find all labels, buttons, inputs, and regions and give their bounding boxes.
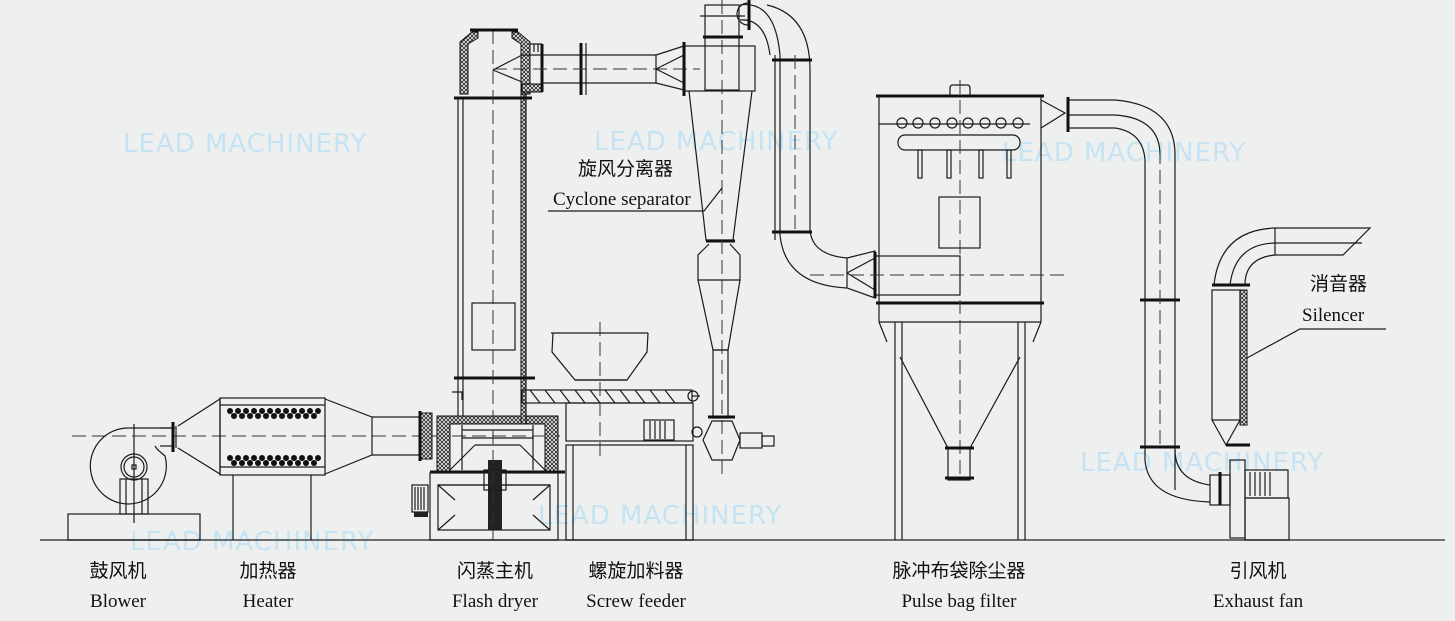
heater-label-cn: 加热器 bbox=[239, 560, 296, 582]
exhaust-fan-label-en: Exhaust fan bbox=[1213, 591, 1304, 612]
component-labels: 鼓风机 Blower 加热器 Heater 闪蒸主机 Flash dryer 螺… bbox=[89, 560, 1303, 612]
bag-filter-label-en: Pulse bag filter bbox=[901, 591, 1017, 612]
watermark-text: LEAD MACHINERY bbox=[130, 527, 374, 557]
exhaust-fan-drawing bbox=[1209, 227, 1372, 541]
dryer-cyclone-duct bbox=[493, 43, 700, 95]
screw-feeder-label-cn: 螺旋加料器 bbox=[588, 560, 683, 582]
silencer-callout: 消音器 Silencer bbox=[1246, 273, 1386, 359]
cyclone-label-cn: 旋风分离器 bbox=[578, 158, 673, 180]
heater-label-en: Heater bbox=[243, 591, 294, 612]
heater-drawing bbox=[177, 397, 420, 540]
watermark-text: LEAD MACHINERY bbox=[1080, 448, 1324, 478]
cyclone-drawing bbox=[655, 0, 848, 475]
silencer-label-en: Silencer bbox=[1302, 305, 1365, 326]
flash-dryer-drawing bbox=[411, 28, 565, 541]
blower-label-cn: 鼓风机 bbox=[89, 560, 146, 582]
watermark-text: LEAD MACHINERY bbox=[123, 129, 367, 159]
bag-filter-label-cn: 脉冲布袋除尘器 bbox=[892, 560, 1025, 582]
cyclone-callout: 旋风分离器 Cyclone separator bbox=[548, 158, 723, 212]
watermark-text: LEAD MACHINERY bbox=[1002, 138, 1246, 168]
screw-feeder-label-en: Screw feeder bbox=[586, 591, 686, 612]
watermark-text: LEAD MACHINERY bbox=[594, 127, 838, 157]
blower-drawing bbox=[67, 422, 201, 541]
watermarks: LEAD MACHINERY LEAD MACHINERY LEAD MACHI… bbox=[123, 127, 1324, 557]
screw-feeder-drawing bbox=[521, 322, 703, 541]
flash-dryer-label-en: Flash dryer bbox=[452, 591, 539, 612]
flash-dryer-label-cn: 闪蒸主机 bbox=[457, 560, 533, 582]
exhaust-fan-label-cn: 引风机 bbox=[1229, 560, 1286, 582]
silencer-label-cn: 消音器 bbox=[1310, 273, 1367, 295]
blower-label-en: Blower bbox=[90, 591, 147, 612]
pulse-bag-filter-drawing bbox=[810, 80, 1211, 540]
cyclone-label-en: Cyclone separator bbox=[553, 189, 691, 210]
watermark-text: LEAD MACHINERY bbox=[538, 501, 782, 531]
